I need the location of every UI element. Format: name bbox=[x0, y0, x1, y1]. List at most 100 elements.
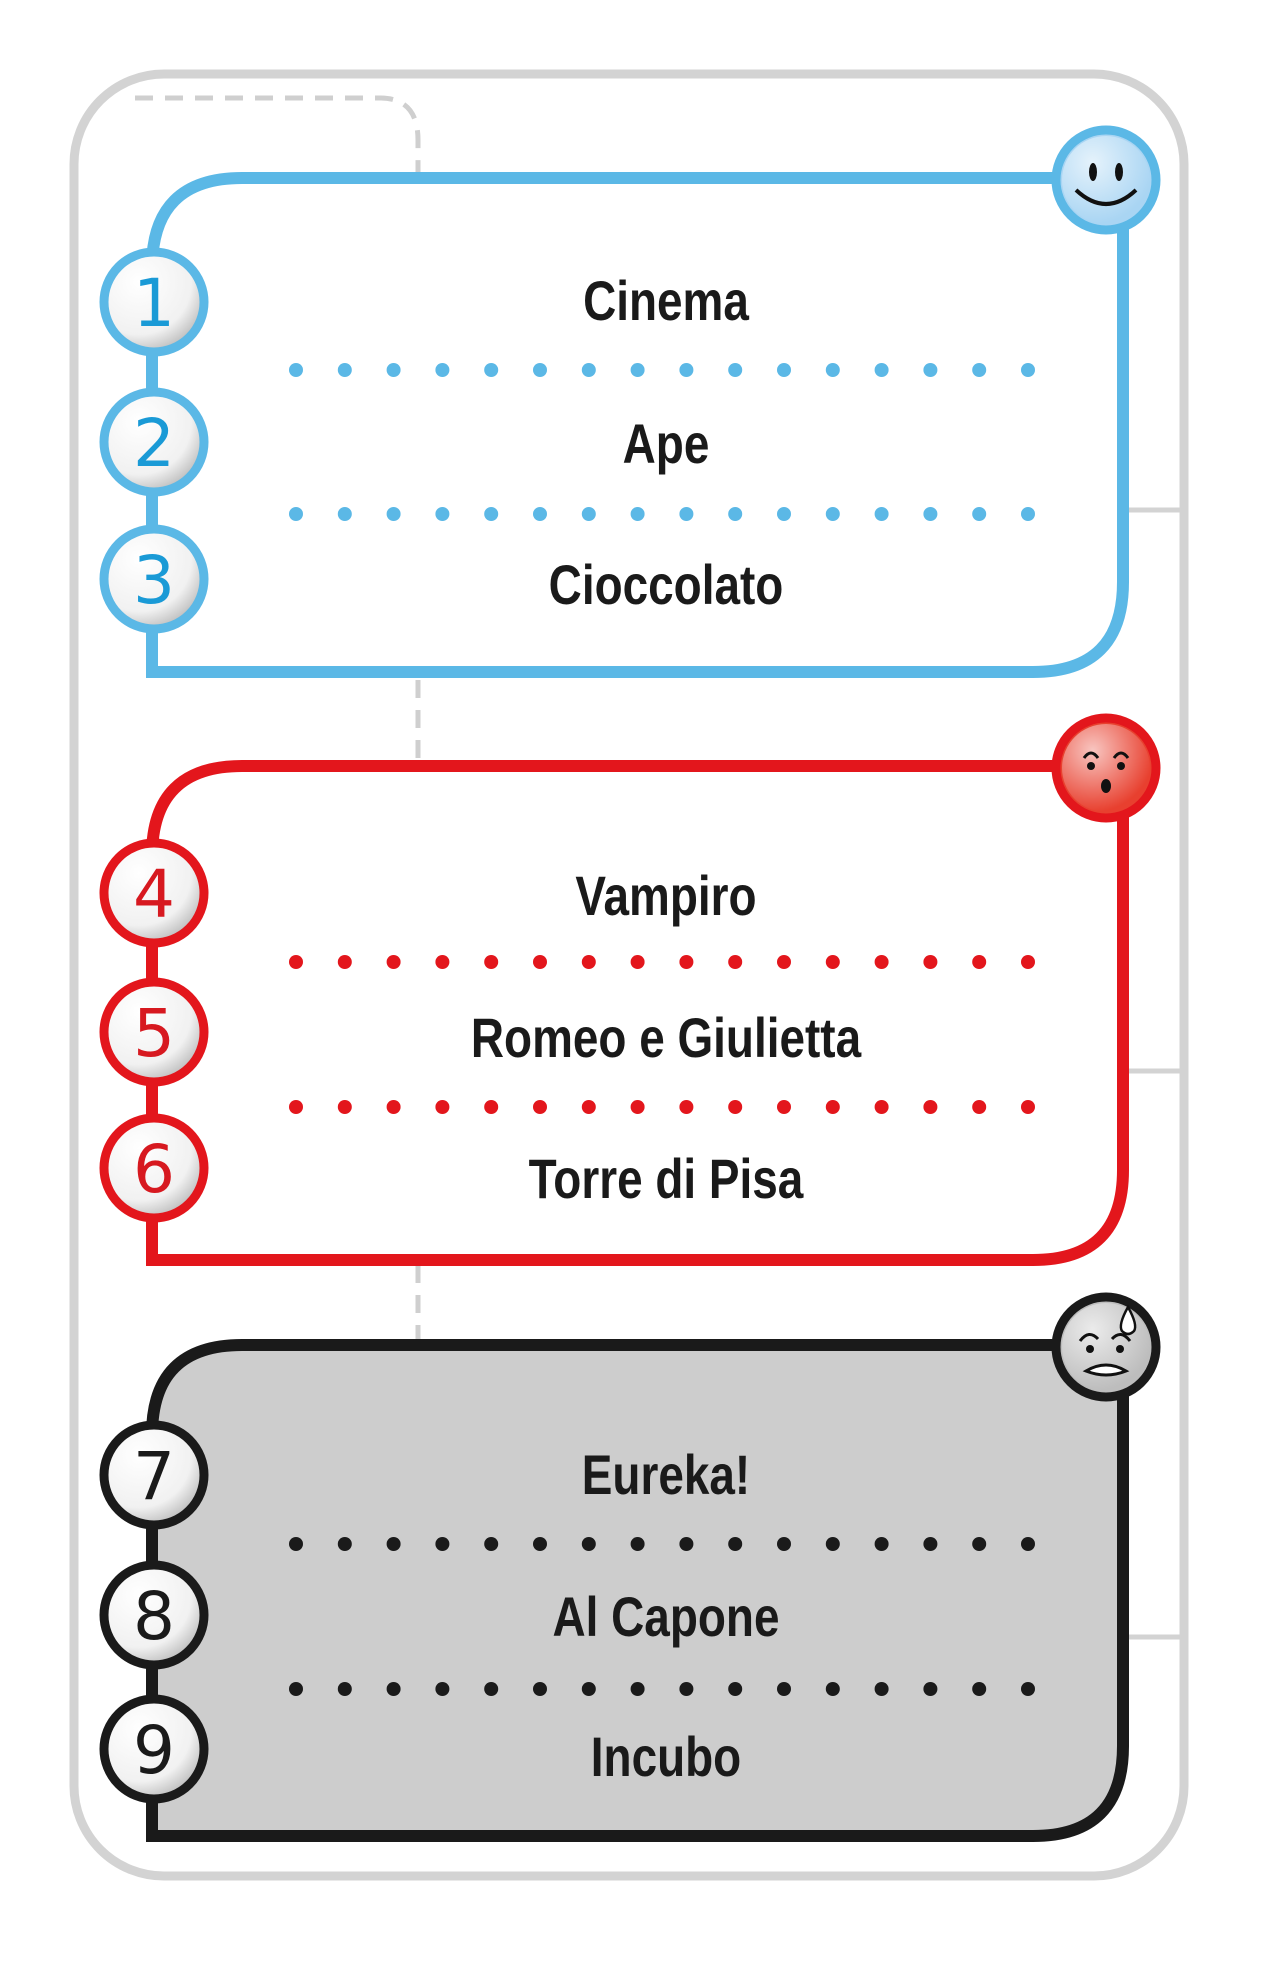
dot-separator bbox=[874, 955, 889, 969]
eye bbox=[1086, 1345, 1094, 1353]
dot-separator bbox=[337, 1100, 352, 1114]
eye bbox=[1115, 163, 1123, 181]
dot-separator bbox=[679, 1100, 694, 1114]
badge-number: 4 bbox=[133, 856, 175, 933]
dot-separator bbox=[679, 507, 694, 521]
dot-separator bbox=[581, 955, 596, 969]
dot-separator bbox=[923, 1100, 938, 1114]
dot-separator bbox=[874, 1100, 889, 1114]
dot-separator bbox=[484, 363, 499, 377]
dot-separator bbox=[484, 1682, 499, 1696]
dot-separator bbox=[972, 1682, 987, 1696]
dot-separator bbox=[386, 1100, 401, 1114]
dot-separator bbox=[484, 1537, 499, 1551]
dot-separator bbox=[1021, 1537, 1035, 1551]
dot-separator bbox=[923, 363, 938, 377]
word-label: Vampiro bbox=[575, 865, 756, 927]
badge-circle bbox=[99, 247, 209, 357]
dot-separator bbox=[728, 363, 743, 377]
eye bbox=[1089, 163, 1097, 181]
dot-separator bbox=[972, 507, 987, 521]
dot-separator bbox=[972, 955, 987, 969]
dot-separator bbox=[630, 363, 645, 377]
dot-separator bbox=[1021, 507, 1035, 521]
dot-separator bbox=[923, 1537, 938, 1551]
dot-separator bbox=[728, 1100, 743, 1114]
dot-separator bbox=[484, 1100, 499, 1114]
number-badge: 8 bbox=[99, 1560, 209, 1670]
dot-separator bbox=[581, 1682, 596, 1696]
mouth bbox=[1101, 779, 1111, 793]
dot-separator bbox=[874, 363, 889, 377]
dot-separator bbox=[777, 1682, 791, 1696]
number-badge: 5 bbox=[99, 977, 209, 1087]
dot-separator bbox=[337, 955, 352, 969]
dot-separator bbox=[289, 507, 303, 521]
dot-separator bbox=[630, 955, 645, 969]
dot-separator bbox=[581, 1537, 596, 1551]
word-label: Incubo bbox=[591, 1726, 741, 1788]
number-badge: 3 bbox=[99, 524, 209, 634]
face-shine bbox=[1062, 1303, 1150, 1391]
dot-separator bbox=[923, 507, 938, 521]
dot-separator bbox=[777, 1100, 791, 1114]
badge-circle bbox=[99, 524, 209, 634]
dot-separator bbox=[825, 363, 840, 377]
dot-separator bbox=[777, 955, 791, 969]
dot-separator bbox=[533, 1537, 547, 1551]
word-label: Cinema bbox=[583, 270, 749, 332]
badge-circle bbox=[99, 1420, 209, 1530]
dot-separator bbox=[728, 955, 743, 969]
dot-separator bbox=[825, 1682, 840, 1696]
dot-separator bbox=[435, 1537, 450, 1551]
word-label: Cioccolato bbox=[549, 554, 784, 616]
dot-separator bbox=[337, 507, 352, 521]
dot-separator bbox=[581, 1100, 596, 1114]
dot-separator bbox=[630, 1682, 645, 1696]
dot-separator bbox=[289, 363, 303, 377]
dot-separator bbox=[923, 955, 938, 969]
dot-separator bbox=[825, 1100, 840, 1114]
dot-separator bbox=[874, 507, 889, 521]
word-label: Al Capone bbox=[553, 1586, 780, 1648]
badge-number: 1 bbox=[133, 265, 175, 342]
dot-separator bbox=[777, 507, 791, 521]
dot-separator bbox=[1021, 955, 1035, 969]
dot-separator bbox=[386, 507, 401, 521]
dot-separator bbox=[630, 507, 645, 521]
badge-circle bbox=[99, 387, 209, 497]
dot-separator bbox=[337, 1682, 352, 1696]
dot-separator bbox=[1021, 363, 1035, 377]
worried-face-icon bbox=[1051, 713, 1161, 823]
dot-separator bbox=[581, 507, 596, 521]
dot-separator bbox=[728, 1537, 743, 1551]
dot-separator bbox=[679, 1537, 694, 1551]
dot-separator bbox=[630, 1100, 645, 1114]
dot-separator bbox=[679, 1682, 694, 1696]
dot-separator bbox=[533, 955, 547, 969]
badge-circle bbox=[99, 1113, 209, 1223]
dot-separator bbox=[386, 1537, 401, 1551]
dot-separator bbox=[533, 363, 547, 377]
badge-circle bbox=[99, 1694, 209, 1804]
dot-separator bbox=[533, 1100, 547, 1114]
word-label: Eureka! bbox=[582, 1444, 750, 1506]
eye bbox=[1117, 762, 1125, 770]
dot-separator bbox=[679, 955, 694, 969]
dot-separator bbox=[630, 1537, 645, 1551]
dot-separator bbox=[777, 1537, 791, 1551]
dot-separator bbox=[825, 507, 840, 521]
dot-separator bbox=[435, 1100, 450, 1114]
dot-separator bbox=[533, 507, 547, 521]
dot-separator bbox=[1021, 1682, 1035, 1696]
dot-separator bbox=[533, 1682, 547, 1696]
number-badge: 9 bbox=[99, 1694, 209, 1804]
badge-circle bbox=[99, 977, 209, 1087]
dot-separator bbox=[386, 955, 401, 969]
dot-separator bbox=[679, 363, 694, 377]
dot-separator bbox=[874, 1537, 889, 1551]
dot-separator bbox=[289, 1537, 303, 1551]
